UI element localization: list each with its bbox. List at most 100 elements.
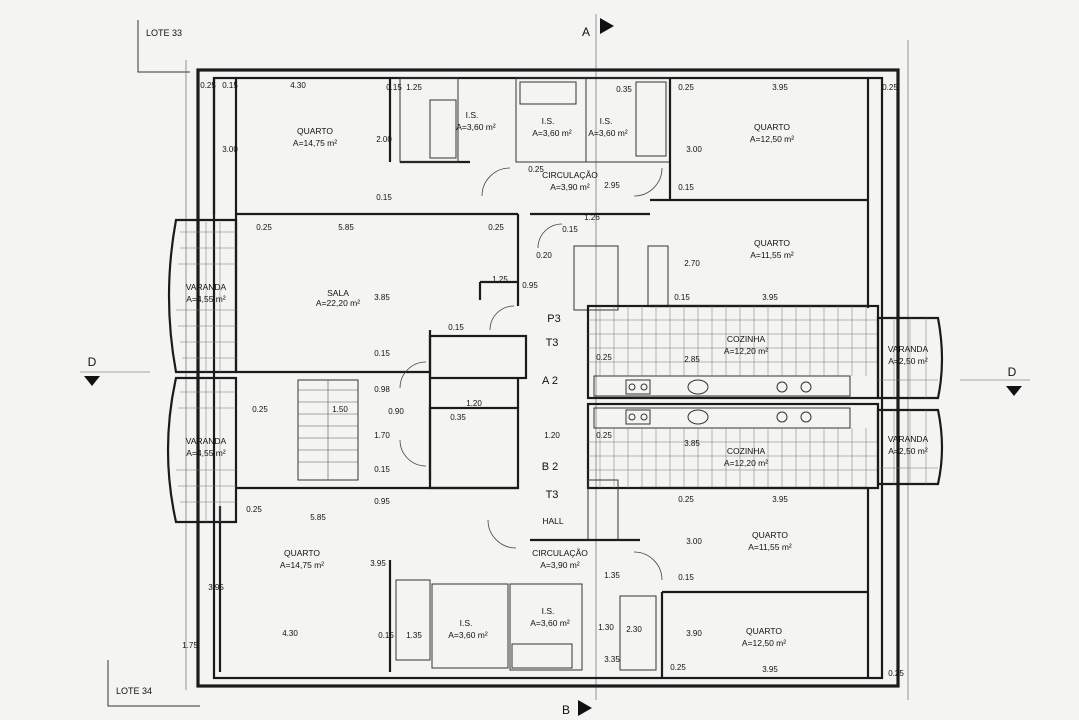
kitchen-tiles-bottom [588, 428, 878, 488]
dimension-label: 0.25 [252, 405, 268, 414]
dimension-label: 1.70 [374, 431, 390, 440]
dimension-label: 0.25 [678, 495, 694, 504]
dimension-label: 3.00 [222, 145, 238, 154]
room-area: A=14,75 m² [293, 138, 337, 148]
room-area: A=12,20 m² [724, 458, 768, 468]
room-area: A=3,60 m² [456, 122, 496, 132]
dimension-label: 4.30 [290, 81, 306, 90]
room-area: A=3,60 m² [532, 128, 572, 138]
stair-type-lower: T3 [546, 489, 559, 501]
dimension-label: 1.75 [182, 641, 198, 650]
dimension-label: 4.30 [282, 629, 298, 638]
dimension-label: 1.35 [406, 631, 422, 640]
dimension-label: 3.95 [772, 495, 788, 504]
dimension-label: 3.00 [686, 145, 702, 154]
room-name: QUARTO [284, 548, 320, 558]
stair-code: P3 [547, 313, 560, 325]
room-area: A=4,55 m² [186, 448, 226, 458]
dimension-label: 0.25 [488, 223, 504, 232]
dimension-label: 0.35 [450, 413, 466, 422]
dimension-label: 1.50 [332, 405, 348, 414]
room-area: A=12,20 m² [724, 346, 768, 356]
dimension-label: 3.95 [762, 665, 778, 674]
dimension-label: 0.25 [200, 81, 216, 90]
dimension-label: 1.25 [406, 83, 422, 92]
dimension-label: 3.90 [686, 629, 702, 638]
dimension-label: 2.00 [376, 135, 392, 144]
dimension-label: 3.85 [374, 293, 390, 302]
balconies [166, 218, 944, 524]
room-name: VARANDA [888, 434, 929, 444]
room-name: QUARTO [754, 122, 790, 132]
room-name: QUARTO [754, 238, 790, 248]
dimension-label: 0.98 [374, 385, 390, 394]
dimension-label: 0.15 [448, 323, 464, 332]
dimension-label: 1.26 [584, 213, 600, 222]
dimension-label: 0.15 [674, 293, 690, 302]
dimension-label: 3.95 [762, 293, 778, 302]
room-area: A=12,50 m² [750, 134, 794, 144]
hall-label: HALL [542, 516, 564, 526]
dimension-label: 0.25 [256, 223, 272, 232]
section-d-right-label: D [1008, 365, 1017, 379]
room-area: A=12,50 m² [742, 638, 786, 648]
room-area: A=3,60 m² [530, 618, 570, 628]
room-name: SALA [327, 288, 349, 298]
dimension-label: 2.70 [684, 259, 700, 268]
room-area: A=11,55 m² [748, 542, 792, 552]
stair-floor-lower: B 2 [542, 461, 559, 473]
section-d-left-label: D [88, 355, 97, 369]
room-area: A=4,55 m² [186, 294, 226, 304]
dimension-label: 0.25 [596, 431, 612, 440]
room-name: QUARTO [752, 530, 788, 540]
dimension-label: 1.35 [604, 571, 620, 580]
dimension-label: 0.15 [562, 225, 578, 234]
dimension-label: 0.15 [376, 193, 392, 202]
dimension-label: 0.15 [678, 573, 694, 582]
dimension-label: 3.95 [772, 83, 788, 92]
room-name: CIRCULAÇÃO [532, 548, 588, 558]
dimension-label: 0.25 [528, 165, 544, 174]
section-d-left-arrow [84, 376, 100, 386]
dimension-label: 3.95 [370, 559, 386, 568]
dimension-label: 0.15 [374, 465, 390, 474]
room-name: I.S. [600, 116, 613, 126]
room-area: A=2,50 m² [888, 356, 928, 366]
dimension-label: 3.35 [604, 655, 620, 664]
stair-type-upper: T3 [546, 337, 559, 349]
dimension-label: 0.95 [374, 497, 390, 506]
room-area: A=22,20 m² [316, 298, 360, 308]
room-name: I.S. [460, 618, 473, 628]
room-name: COZINHA [727, 446, 766, 456]
room-area: A=3,60 m² [448, 630, 488, 640]
dimension-label: 1.20 [544, 431, 560, 440]
interior-walls [218, 77, 880, 678]
section-markers [80, 14, 1030, 716]
dimension-label: 2.85 [684, 355, 700, 364]
stair-floor-upper: A 2 [542, 375, 558, 387]
section-d-right-arrow [1006, 386, 1022, 396]
room-name: VARANDA [186, 436, 227, 446]
section-b-label: B [562, 703, 570, 717]
room-name: CIRCULAÇÃO [542, 170, 598, 180]
dimension-label: 3.95 [208, 583, 224, 592]
dimension-label: 2.30 [626, 625, 642, 634]
room-area: A=3,90 m² [550, 182, 590, 192]
dimension-label: 0.20 [536, 251, 552, 260]
dimension-label: 5.85 [338, 223, 354, 232]
room-area: A=3,60 m² [588, 128, 628, 138]
dimension-label: 0.15 [374, 349, 390, 358]
dimension-labels: 0.25 0.15 4.30 1.25 0.15 0.35 0.25 3.95 … [182, 81, 904, 678]
dimension-label: 3.00 [686, 537, 702, 546]
room-name: QUARTO [746, 626, 782, 636]
dimension-label: 1.20 [466, 399, 482, 408]
room-labels: QUARTO A=14,75 m² I.S. A=3,60 m² I.S. A=… [186, 110, 929, 648]
room-area: A=11,55 m² [750, 250, 794, 260]
section-a-label: A [582, 25, 590, 39]
dimension-label: 0.35 [616, 85, 632, 94]
dimension-label: 0.90 [388, 407, 404, 416]
room-name: VARANDA [186, 282, 227, 292]
dimension-label: 0.25 [888, 669, 904, 678]
